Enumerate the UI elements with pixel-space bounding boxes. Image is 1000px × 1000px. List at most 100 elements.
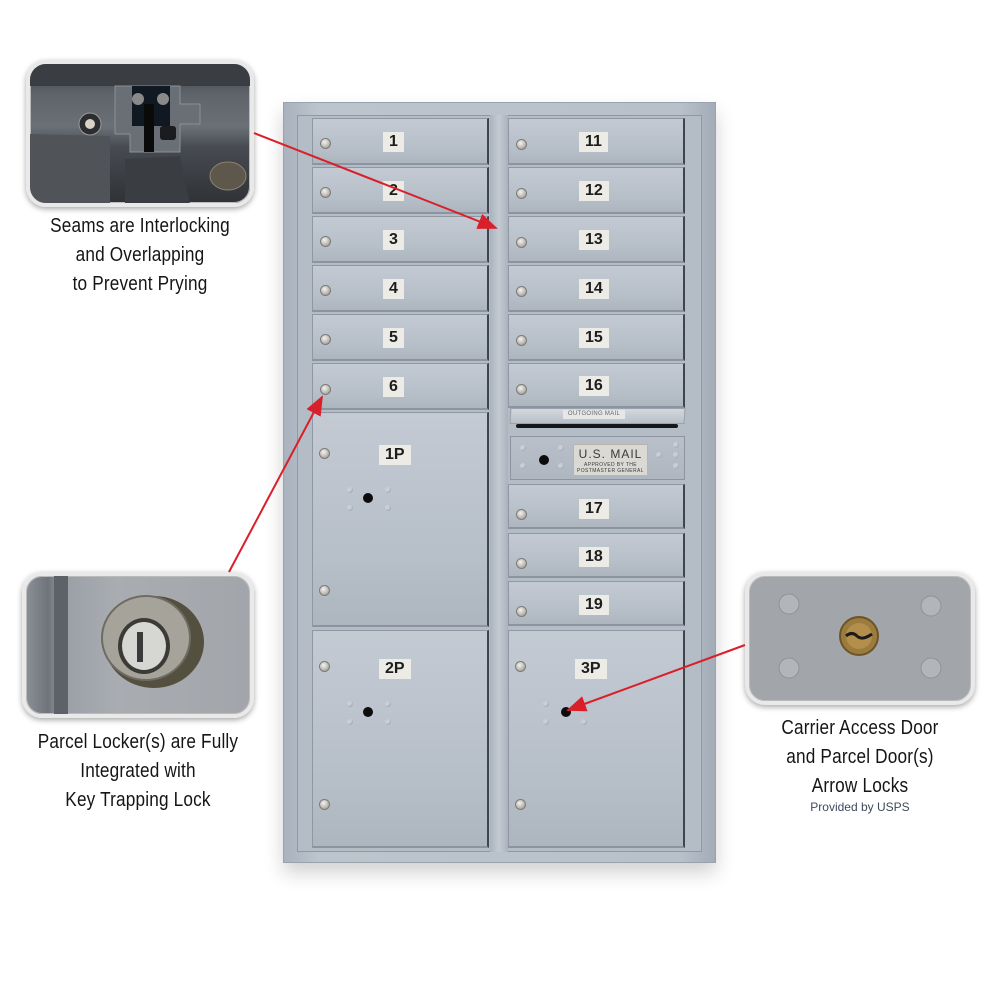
parcel-lock-caption-line-2: Integrated with <box>80 760 196 782</box>
mailbox-door-14[interactable]: 14 <box>508 265 685 312</box>
mailbox-door-12[interactable]: 12 <box>508 167 685 214</box>
mailbox-door-17[interactable]: 17 <box>508 484 685 529</box>
door-lock-icon <box>320 334 331 345</box>
door-lock-icon <box>516 384 527 395</box>
rivet-icon <box>543 701 549 707</box>
interlocking-seam-icon <box>30 64 250 203</box>
rivet-icon <box>385 719 391 725</box>
parcel-lock-caption-line-3: Key Trapping Lock <box>65 789 211 811</box>
arrow-lock-keyhole-icon <box>363 707 373 717</box>
parcel-lock-closeup-image <box>22 572 254 718</box>
box-number: 4 <box>383 279 404 299</box>
hinge-pin-icon <box>515 661 526 672</box>
mailbox-door-1[interactable]: 1 <box>312 118 489 165</box>
seams-caption-line-1: Seams are Interlocking <box>50 215 230 237</box>
hinge-pin-icon <box>319 448 330 459</box>
door-lock-icon <box>516 286 527 297</box>
box-number: 11 <box>579 132 608 152</box>
arrow-locks-caption-line-1: Carrier Access Door <box>781 717 939 739</box>
arrow-lock-keyhole-icon <box>561 707 571 717</box>
door-lock-icon <box>320 384 331 395</box>
arrow-locks-caption-line-2: and Parcel Door(s) <box>786 746 934 768</box>
rivet-icon <box>347 487 353 493</box>
hinge-pin-icon <box>319 585 330 596</box>
door-lock-icon <box>516 558 527 569</box>
mailbox-door-18[interactable]: 18 <box>508 533 685 578</box>
seams-caption: Seams are Interlocking and Overlapping t… <box>30 212 250 299</box>
arrow-locks-caption: Carrier Access Door and Parcel Door(s) A… <box>748 714 972 801</box>
us-mail-subtitle-1: APPROVED BY THE <box>583 462 638 468</box>
parcel-number: 3P <box>575 659 607 679</box>
door-lock-icon <box>320 236 331 247</box>
rivet-icon <box>347 701 353 707</box>
mailbox-door-2[interactable]: 2 <box>312 167 489 214</box>
mailbox-door-4[interactable]: 4 <box>312 265 489 312</box>
mailbox-door-15[interactable]: 15 <box>508 314 685 361</box>
arrow-lock-icon <box>778 593 942 679</box>
box-number: 1 <box>383 132 404 152</box>
box-number: 17 <box>579 499 609 519</box>
rivet-icon <box>385 701 391 707</box>
parcel-lock-caption-line-1: Parcel Locker(s) are Fully <box>37 731 239 753</box>
box-number: 14 <box>579 279 609 299</box>
box-number: 5 <box>383 328 404 348</box>
rivet-icon <box>520 463 526 469</box>
us-mail-title: U.S. MAIL <box>578 447 643 461</box>
rivet-icon <box>520 445 526 451</box>
rivet-icon <box>673 442 679 448</box>
rivet-icon <box>385 505 391 511</box>
box-number: 19 <box>579 595 609 615</box>
rivet-icon <box>543 719 549 725</box>
outgoing-mail-slot[interactable] <box>516 424 678 428</box>
box-number: 18 <box>579 547 609 567</box>
parcel-lock-caption: Parcel Locker(s) are Fully Integrated wi… <box>26 728 250 815</box>
door-lock-icon <box>516 335 527 346</box>
box-number: 3 <box>383 230 404 250</box>
outgoing-mail-label: OUTGOING MAIL <box>563 410 625 419</box>
door-lock-icon <box>516 188 527 199</box>
rivet-icon <box>673 463 679 469</box>
mailbox-door-19[interactable]: 19 <box>508 581 685 626</box>
rivet-icon <box>558 463 564 469</box>
parcel-number: 2P <box>379 659 411 679</box>
door-lock-icon <box>516 237 527 248</box>
rivet-icon <box>656 452 662 458</box>
rivet-icon <box>347 505 353 511</box>
hinge-pin-icon <box>515 799 526 810</box>
door-lock-icon <box>320 285 331 296</box>
door-lock-icon <box>320 138 331 149</box>
us-mail-subtitle-2: POSTMASTER GENERAL <box>577 468 644 474</box>
parcel-locker-2p[interactable]: 2P <box>312 630 489 848</box>
rivet-icon <box>558 445 564 451</box>
mailbox-door-5[interactable]: 5 <box>312 314 489 361</box>
hinge-pin-icon <box>319 661 330 672</box>
arrow-lock-closeup-image <box>745 572 975 705</box>
arrow-lock-keyhole-icon <box>363 493 373 503</box>
rivet-icon <box>385 487 391 493</box>
key-trapping-lock-icon <box>54 576 204 714</box>
mailbox-door-11[interactable]: 11 <box>508 118 685 165</box>
box-number: 15 <box>579 328 609 348</box>
arrow-lock-keyhole-icon <box>539 455 549 465</box>
seams-caption-line-3: to Prevent Prying <box>72 273 208 295</box>
us-mail-plate: U.S. MAIL APPROVED BY THE POSTMASTER GEN… <box>573 444 648 476</box>
door-lock-icon <box>516 509 527 520</box>
parcel-number: 1P <box>379 445 411 465</box>
mailbox-door-16[interactable]: 16 <box>508 363 685 408</box>
mailbox-door-13[interactable]: 13 <box>508 216 685 263</box>
box-number: 12 <box>579 181 609 201</box>
mailbox-door-6[interactable]: 6 <box>312 363 489 410</box>
mailbox-door-3[interactable]: 3 <box>312 216 489 263</box>
door-lock-icon <box>516 139 527 150</box>
parcel-locker-3p[interactable]: 3P <box>508 630 685 848</box>
seams-closeup-image <box>26 60 254 207</box>
box-number: 2 <box>383 181 404 201</box>
rivet-icon <box>581 719 587 725</box>
parcel-locker-1p[interactable]: 1P <box>312 412 489 627</box>
rivet-icon <box>673 452 679 458</box>
door-lock-icon <box>516 606 527 617</box>
door-lock-icon <box>320 187 331 198</box>
arrow-locks-caption-line-3: Arrow Locks <box>811 775 909 797</box>
rivet-icon <box>347 719 353 725</box>
box-number: 13 <box>579 230 609 250</box>
